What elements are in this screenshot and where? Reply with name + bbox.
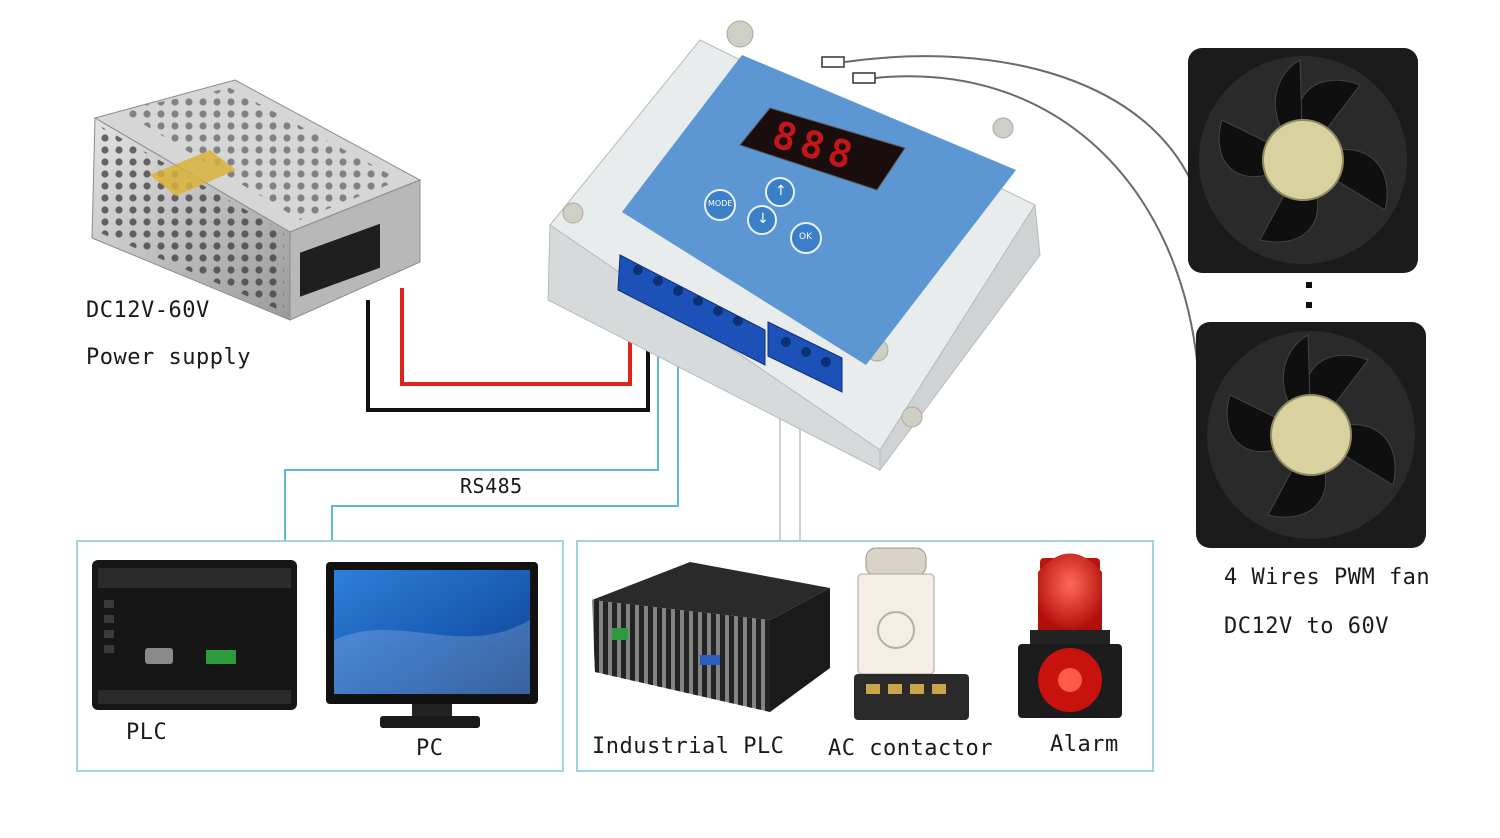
fan-type-label: 4 Wires PWM fan (1224, 565, 1431, 590)
left-device-frame (76, 540, 564, 772)
power-supply-voltage-label: DC12V-60V (86, 298, 210, 323)
pc-monitor (326, 562, 538, 728)
pc-label: PC (416, 736, 444, 761)
ac-contactor-label: AC contactor (828, 736, 993, 761)
wire-black (366, 300, 650, 412)
plc-device (92, 560, 297, 710)
ac-contactor-device (854, 547, 969, 720)
alarm-siren-device (1018, 553, 1122, 718)
plc-label: PLC (126, 720, 168, 745)
down-button-label: ↓ (757, 211, 769, 227)
ok-button-graphic (790, 222, 822, 254)
fan-wire-2 (874, 75, 1199, 371)
mode-button-graphic (704, 189, 736, 221)
power-supply-unit (91, 79, 422, 321)
pwm-fan-bottom (1196, 322, 1426, 548)
mode-button-label: MODE (708, 199, 733, 208)
rs485-line-b (331, 322, 679, 540)
industrial-plc-device (592, 562, 830, 712)
rs485-line-a (284, 318, 659, 540)
up-button-label: ↑ (775, 183, 787, 199)
pwm-fan-top (1188, 48, 1418, 273)
power-supply-name-label: Power supply (86, 345, 251, 370)
rs485-label: RS485 (460, 474, 523, 498)
fan-voltage-label: DC12V to 60V (1224, 614, 1389, 639)
fan-wire-1 (844, 55, 1196, 191)
right-device-frame (576, 540, 1154, 772)
fan-ellipsis (1306, 282, 1312, 308)
fan-controller (547, 20, 1041, 472)
down-button-graphic (747, 205, 777, 235)
up-button-graphic (765, 177, 795, 207)
alarm-label: Alarm (1050, 732, 1119, 757)
industrial-plc-label: Industrial PLC (592, 734, 785, 759)
ok-button-label: OK (799, 232, 812, 242)
